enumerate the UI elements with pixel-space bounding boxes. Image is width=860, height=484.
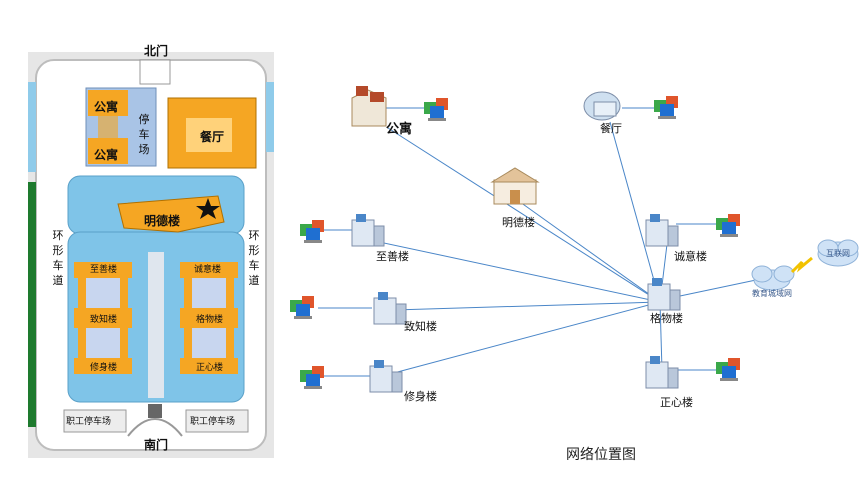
apartment-pc-icon <box>424 98 448 121</box>
zhengxin-pc-icon <box>716 358 740 381</box>
mingde-building-icon <box>490 167 540 205</box>
gewu-label: 格物楼 <box>196 315 224 325</box>
dormitory-bottom-label: 公寓 <box>94 148 119 162</box>
node-xiushen-label: 修身楼 <box>404 390 437 403</box>
xiushen-label: 修身楼 <box>90 363 118 373</box>
campus-map: 北门 公寓 公寓 停车场 餐厅 明德楼 环形车道 环形车道 至善楼 诚意楼 致知… <box>28 44 274 458</box>
link-zhizhi-gewu <box>393 301 661 311</box>
mingde-building <box>117 195 225 233</box>
node-apartment-label: 公寓 <box>386 122 413 137</box>
ring-road-left-label: 环形车道 <box>52 229 64 287</box>
zhishan-pc-icon <box>300 220 324 243</box>
zhishan-building-icon <box>351 213 385 247</box>
dormitory-bottom-block <box>88 138 128 164</box>
node-zhishan-label: 至善楼 <box>376 250 409 263</box>
left-green-strip <box>28 182 36 427</box>
network-diagram <box>290 86 859 393</box>
campus-map-drawing <box>28 52 274 458</box>
node-mingde-label: 明德楼 <box>502 216 535 229</box>
mingde-label: 明德楼 <box>144 214 181 228</box>
dormitory-top-block <box>88 90 128 116</box>
node-internet-label: 互联网 <box>826 249 850 258</box>
staff-parking-right-label: 职工停车场 <box>190 417 236 427</box>
node-gewu-label: 格物楼 <box>650 312 683 325</box>
zhizhi-building-icon <box>373 291 407 325</box>
zhishan-label: 至善楼 <box>90 265 118 275</box>
canteen-label: 餐厅 <box>200 130 225 144</box>
internet-cloud-icon <box>817 239 859 267</box>
ring-road-right-label: 环形车道 <box>248 229 260 287</box>
metro-net-cloud-icon <box>751 265 795 291</box>
diagram-caption: 网络位置图 <box>566 447 636 463</box>
link-canteen-gewu <box>609 121 661 303</box>
chengyi-pc-icon <box>716 214 740 237</box>
link-gewu-metro <box>679 279 757 297</box>
link-apartment-gewu <box>387 127 661 303</box>
node-zhengxin-label: 正心楼 <box>660 396 693 409</box>
link-xiushen-gewu <box>389 301 661 375</box>
chengyi-building-icon <box>645 213 679 247</box>
north-gate-label: 北门 <box>144 44 169 58</box>
lightning-icon <box>790 256 813 274</box>
gewu-building-icon <box>647 277 681 311</box>
link-zhishan-gewu <box>369 239 661 303</box>
staff-parking-left-label: 职工停车场 <box>66 417 112 427</box>
parking-label: 停车场 <box>138 113 150 156</box>
link-mingde-gewu <box>519 201 661 303</box>
xiushen-pc-icon <box>300 366 324 389</box>
chengyi-label: 诚意楼 <box>194 265 222 275</box>
apartment-building-icon <box>351 86 387 127</box>
star-marker <box>196 198 220 219</box>
zhizhi-label: 致知楼 <box>90 315 118 325</box>
zhizhi-pc-icon <box>290 296 314 319</box>
zhengxin-label: 正心楼 <box>196 363 224 373</box>
dormitory-top-label: 公寓 <box>94 100 119 114</box>
node-chengyi-label: 诚意楼 <box>674 250 707 263</box>
link-zhengxin-gewu <box>659 301 663 371</box>
canteen-pc-icon <box>654 96 678 119</box>
node-zhizhi-label: 致知楼 <box>404 320 437 333</box>
south-gate-label: 南门 <box>144 438 169 452</box>
xiushen-building-icon <box>369 359 403 393</box>
node-canteen-label: 餐厅 <box>600 122 622 135</box>
canteen-building-icon <box>583 91 621 121</box>
node-metro-net-label: 教育城域网 <box>752 289 792 298</box>
